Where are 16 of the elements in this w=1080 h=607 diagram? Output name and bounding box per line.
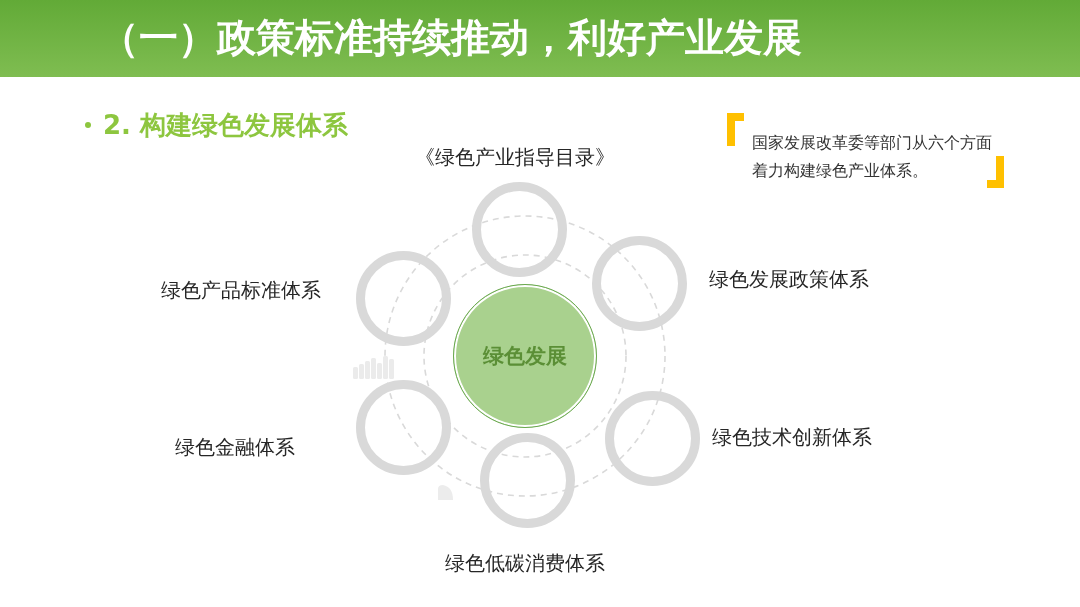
title: （一）政策标准持续推动，利好产业发展 bbox=[100, 14, 802, 62]
circle-label: 绿色金融体系 bbox=[175, 435, 295, 459]
center-circle: 绿色发展 bbox=[453, 284, 597, 428]
circle-label: 绿色产品标准体系 bbox=[161, 278, 321, 302]
ring bbox=[355, 250, 451, 346]
circle-label: 《绿色产业指导目录》 bbox=[415, 145, 615, 169]
ring bbox=[604, 390, 700, 486]
circle-label: 绿色技术创新体系 bbox=[712, 425, 872, 449]
subtitle: 2. 构建绿色发展体系 bbox=[103, 109, 349, 141]
ring bbox=[479, 432, 575, 528]
circle-label: 绿色低碳消费体系 bbox=[445, 551, 605, 575]
ring bbox=[355, 379, 451, 475]
circle-label: 绿色发展政策体系 bbox=[709, 267, 869, 291]
ring bbox=[471, 181, 567, 277]
ring bbox=[591, 235, 687, 331]
quote-text: 国家发展改革委等部门从六个方面着力构建绿色产业体系。 bbox=[752, 133, 993, 182]
